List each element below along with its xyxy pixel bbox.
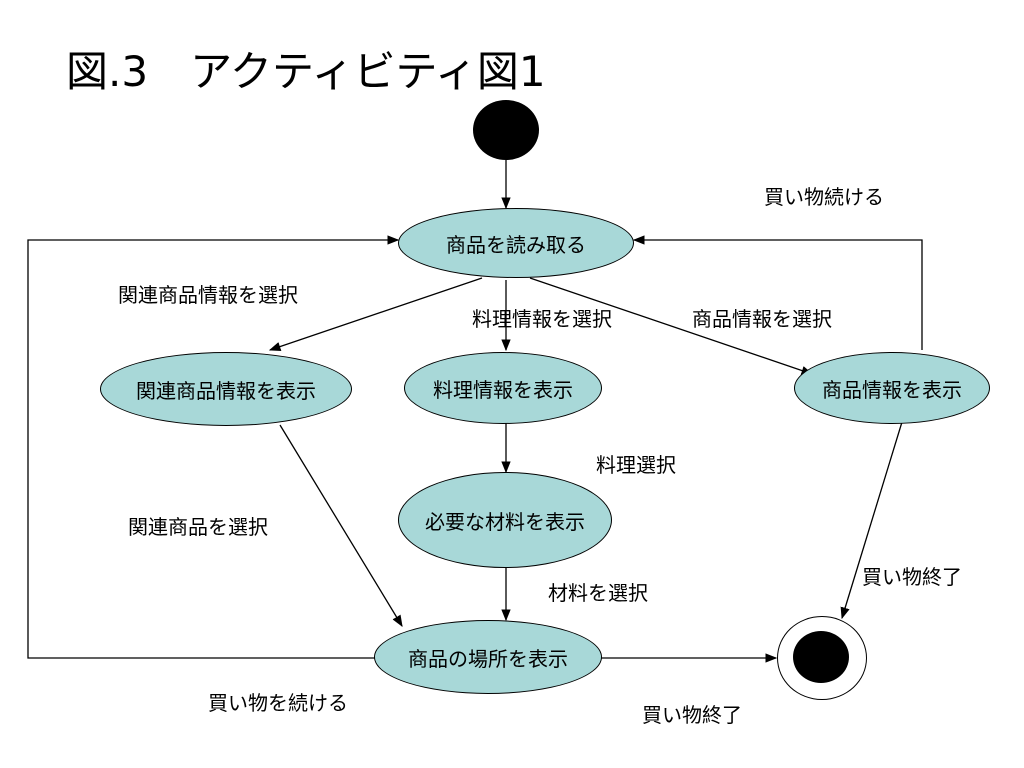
label-select-recipe: 料理選択 bbox=[596, 453, 676, 477]
label-select-recipe-info: 料理情報を選択 bbox=[472, 307, 612, 331]
label-select-product-info: 商品情報を選択 bbox=[692, 307, 832, 331]
edge-product-to-end bbox=[840, 421, 903, 620]
node-show-location: 商品の場所を表示 bbox=[374, 620, 602, 694]
label-select-related-product: 関連商品を選択 bbox=[128, 515, 268, 539]
start-node bbox=[473, 100, 539, 160]
slide-title: 図.3 アクティビティ図1 bbox=[66, 47, 546, 96]
edge-read-to-related bbox=[268, 277, 483, 352]
label-end-shopping-right: 買い物終了 bbox=[862, 565, 962, 589]
label-end-shopping-bottom: 買い物終了 bbox=[642, 703, 742, 727]
label-select-related-info: 関連商品情報を選択 bbox=[118, 283, 298, 307]
node-show-product-info: 商品情報を表示 bbox=[794, 352, 990, 424]
edge-loop-right bbox=[632, 235, 923, 350]
node-show-related-info: 関連商品情報を表示 bbox=[100, 352, 352, 426]
label-continue-shopping-bottom: 買い物を続ける bbox=[208, 691, 348, 715]
edge-related-to-location bbox=[279, 424, 403, 628]
node-read-product: 商品を読み取る bbox=[398, 208, 634, 278]
node-show-ingredients: 必要な材料を表示 bbox=[398, 472, 612, 568]
node-show-recipe-info: 料理情報を表示 bbox=[404, 352, 602, 424]
edge-read-to-product bbox=[529, 277, 814, 376]
end-node-core bbox=[793, 631, 849, 683]
label-select-ingredient: 材料を選択 bbox=[548, 581, 648, 605]
label-continue-shopping-top: 買い物続ける bbox=[764, 185, 884, 209]
end-node bbox=[777, 616, 867, 700]
edge-loop-left bbox=[27, 235, 400, 659]
